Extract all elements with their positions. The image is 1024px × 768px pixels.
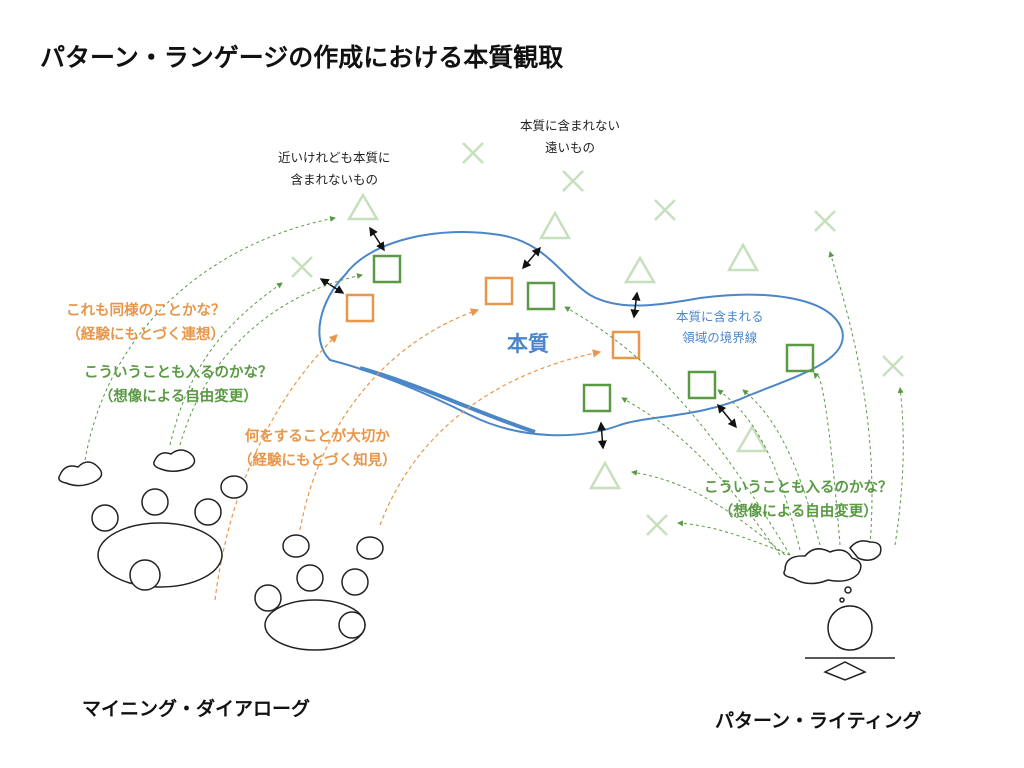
essence-boundary-thick: [359, 366, 536, 434]
variation-right-label: こういうことも入るのかな？ （想像による自由変更）: [704, 476, 893, 524]
insight-label: 何をすることが大切か （経験にもとづく知見）: [238, 425, 397, 473]
association-line-2: （経験にもとづく連想）: [66, 327, 226, 343]
green-squares: [372, 254, 815, 413]
mining-dialogue-caption: マイニング・ダイアローグ: [82, 698, 311, 720]
distance-arrows: [319, 226, 737, 450]
near-outside-line-1: 近いけれども本質に: [278, 150, 391, 165]
variation-right-line-1: こういうことも入るのかな？: [704, 480, 893, 496]
essence-label: 本質: [507, 332, 549, 356]
page-title: パターン・ランゲージの作成における本質観取: [40, 43, 564, 72]
mining-dialogue-group-2: [254, 534, 384, 651]
crosses: [291, 142, 904, 536]
green-dashed-arrows-left: [84, 215, 363, 461]
association-line-1: これも同様のことかな？: [66, 303, 226, 319]
boundary-line-1: 本質に含まれる: [676, 309, 764, 324]
pattern-writing-caption: パターン・ライティング: [715, 710, 922, 732]
near-outside-label: 近いけれども本質に 含まれないもの: [278, 147, 391, 191]
insight-line-2: （経験にもとづく知見）: [238, 453, 397, 469]
variation-left-line-1: こういうことも入るのかな？: [84, 365, 273, 381]
pattern-writer: [783, 540, 895, 681]
insight-line-1: 何をすることが大切か: [244, 429, 390, 445]
mining-dialogue-group-1: [58, 449, 248, 591]
variation-left-label: こういうことも入るのかな？ （想像による自由変更）: [84, 361, 273, 409]
triangles: [346, 192, 769, 490]
far-outside-label: 本質に含まれない 遠いもの: [520, 115, 620, 159]
orange-squares: [345, 276, 641, 360]
boundary-line-2: 領域の境界線: [682, 330, 758, 345]
variation-left-line-2: （想像による自由変更）: [98, 389, 258, 405]
essence-boundary: [318, 230, 844, 437]
far-outside-line-1: 本質に含まれない: [520, 118, 621, 133]
far-outside-line-2: 遠いもの: [545, 140, 596, 155]
variation-right-line-2: （想像による自由変更）: [718, 504, 878, 520]
green-dashed-arrows-right: [564, 251, 904, 556]
association-label: これも同様のことかな？ （経験にもとづく連想）: [66, 299, 226, 347]
boundary-label: 本質に含まれる 領域の境界線: [676, 306, 764, 348]
near-outside-line-2: 含まれないもの: [290, 172, 379, 187]
